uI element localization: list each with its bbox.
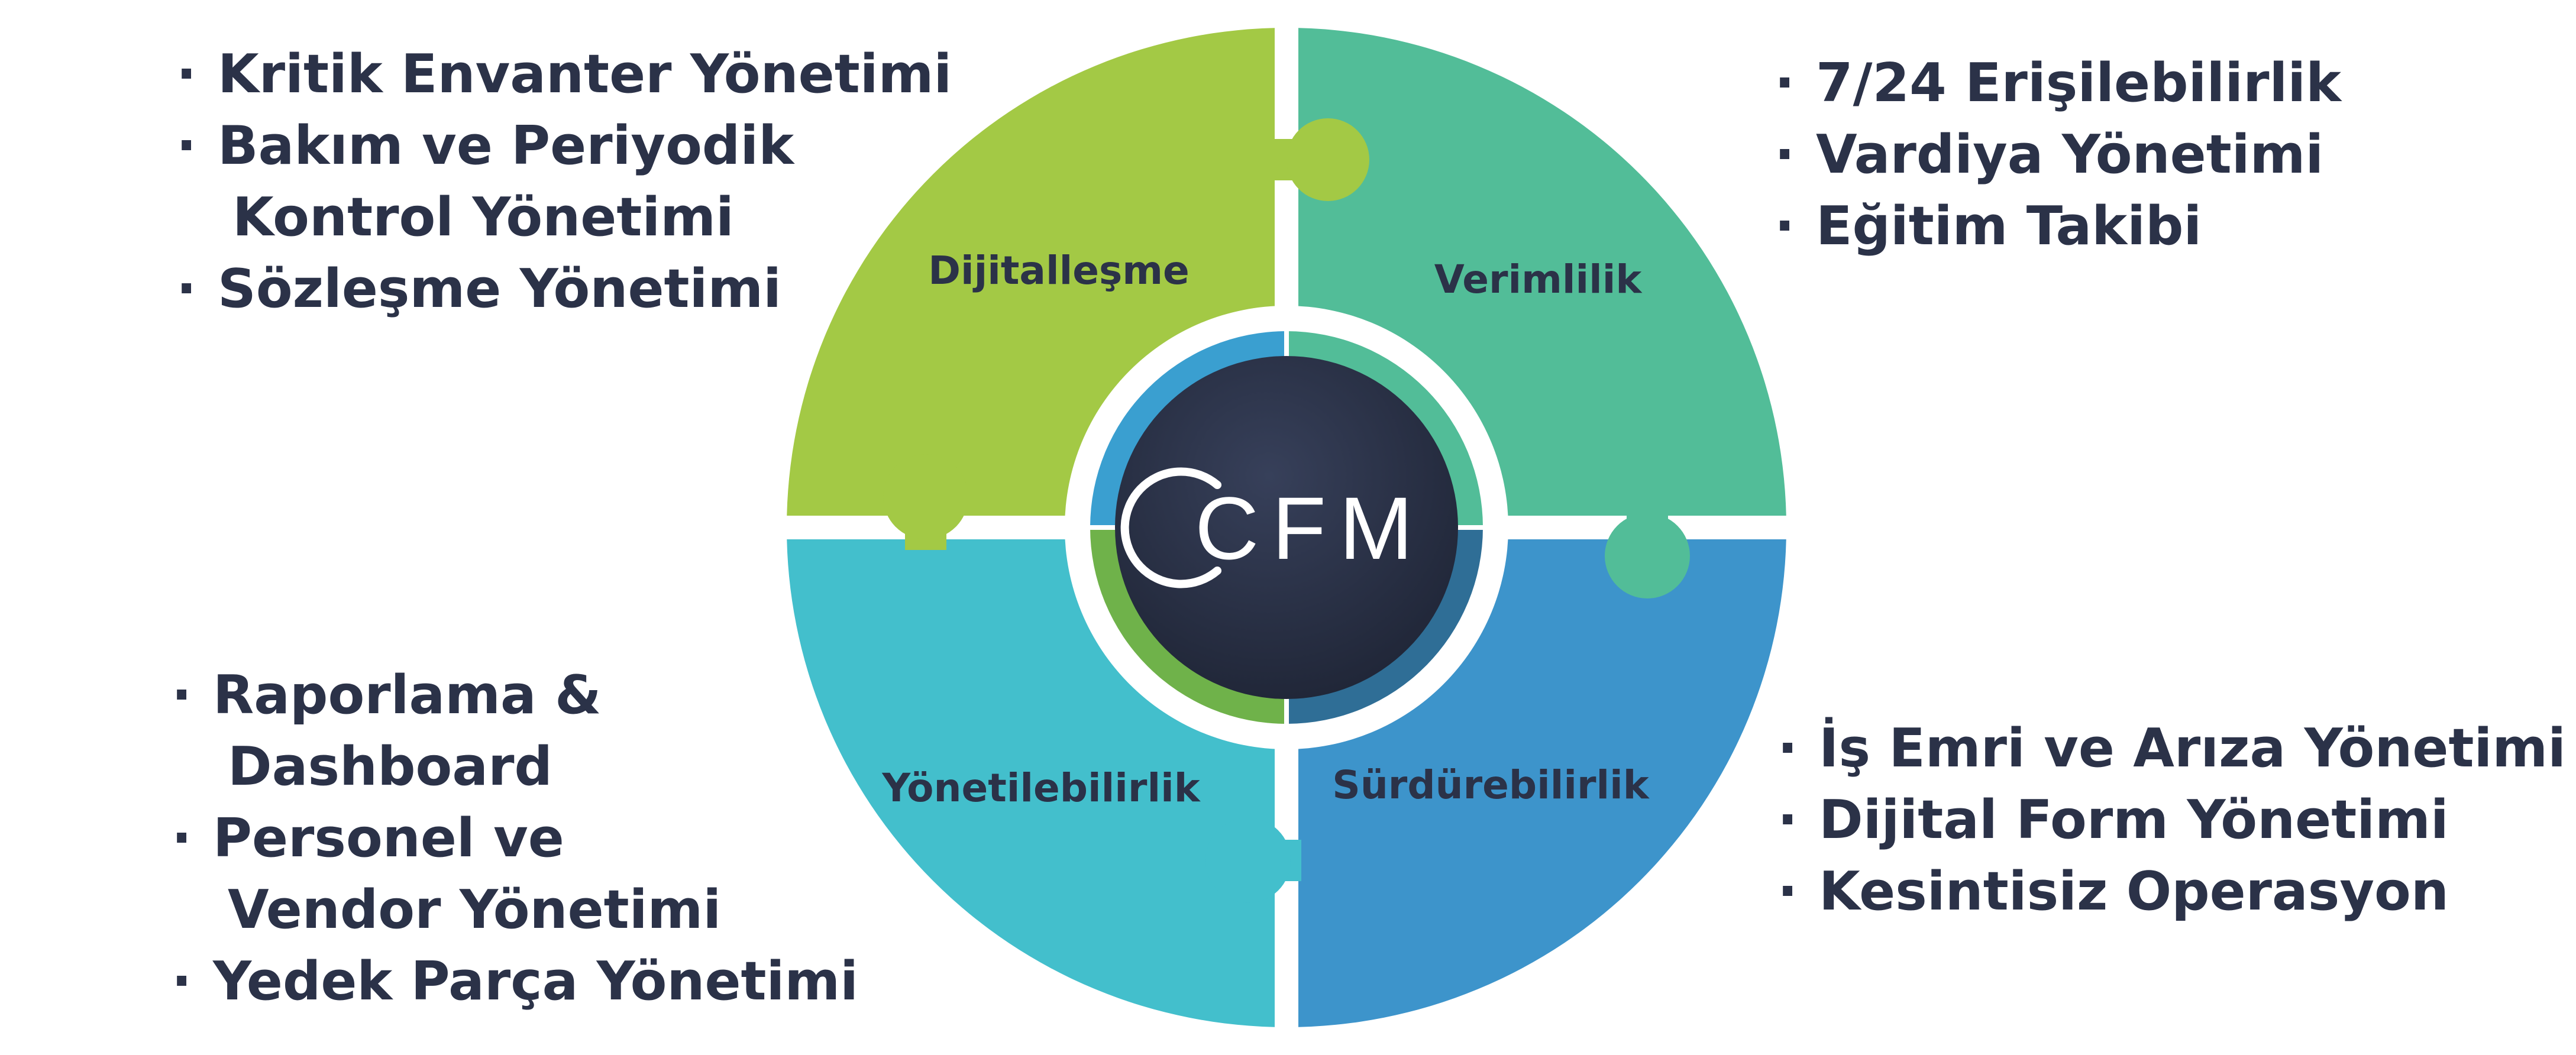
bullet: · bbox=[176, 258, 197, 320]
logo-text: CFM bbox=[1195, 478, 1426, 578]
feature-list-bottom-right: ·İş Emri ve Arıza Yönetimi ·Dijital Form… bbox=[1777, 713, 2566, 927]
bullet: · bbox=[172, 664, 192, 726]
list-item: ·Eğitim Takibi bbox=[1775, 190, 2341, 262]
list-item: ·7/24 Erişilebilirlik bbox=[1775, 47, 2341, 119]
bullet: · bbox=[1775, 195, 1795, 257]
feature-list-top-right: ·7/24 Erişilebilirlik ·Vardiya Yönetimi … bbox=[1775, 47, 2341, 262]
bullet: · bbox=[172, 950, 192, 1012]
feature-list-top-left: ·Kritik Envanter Yönetimi ·Bakım ve Peri… bbox=[176, 38, 952, 325]
segment-label-dijitallesme: Dijitalleşme bbox=[928, 248, 1190, 293]
list-item: ·Vardiya Yönetimi bbox=[1775, 119, 2341, 190]
puzzle-tab-top bbox=[1272, 118, 1369, 201]
bullet: · bbox=[1775, 52, 1795, 114]
center-ring bbox=[1090, 331, 1483, 724]
segment-label-surdurebilirlik: Sürdürebilirlik bbox=[1332, 762, 1650, 808]
list-item: ·Raporlama &Dashboard bbox=[172, 659, 858, 802]
bullet: · bbox=[1775, 124, 1795, 186]
cfm-logo: CFM bbox=[1120, 467, 1426, 588]
list-item: ·Kesintisiz Operasyon bbox=[1777, 856, 2566, 927]
segment-label-verimlilik: Verimlilik bbox=[1434, 257, 1643, 302]
logo-ring-icon bbox=[1120, 467, 1221, 588]
puzzle-tab-bottom bbox=[1205, 818, 1301, 903]
list-item: ·Yedek Parça Yönetimi bbox=[172, 946, 858, 1017]
segment-label-yonetilebilirlik: Yönetilebilirlik bbox=[881, 765, 1201, 811]
list-item: ·Sözleşme Yönetimi bbox=[176, 253, 952, 325]
bullet: · bbox=[176, 115, 197, 177]
list-item: ·İş Emri ve Arıza Yönetimi bbox=[1777, 713, 2566, 784]
list-item: ·Dijital Form Yönetimi bbox=[1777, 784, 2566, 856]
puzzle-tab-left bbox=[883, 454, 968, 550]
list-item: ·Kritik Envanter Yönetimi bbox=[176, 38, 952, 110]
bullet: · bbox=[172, 807, 192, 869]
center-core bbox=[1115, 356, 1458, 699]
bullet: · bbox=[1777, 717, 1798, 779]
bullet: · bbox=[176, 43, 197, 105]
puzzle-tab-right bbox=[1605, 503, 1690, 598]
bullet: · bbox=[1777, 789, 1798, 851]
bullet: · bbox=[1777, 860, 1798, 923]
